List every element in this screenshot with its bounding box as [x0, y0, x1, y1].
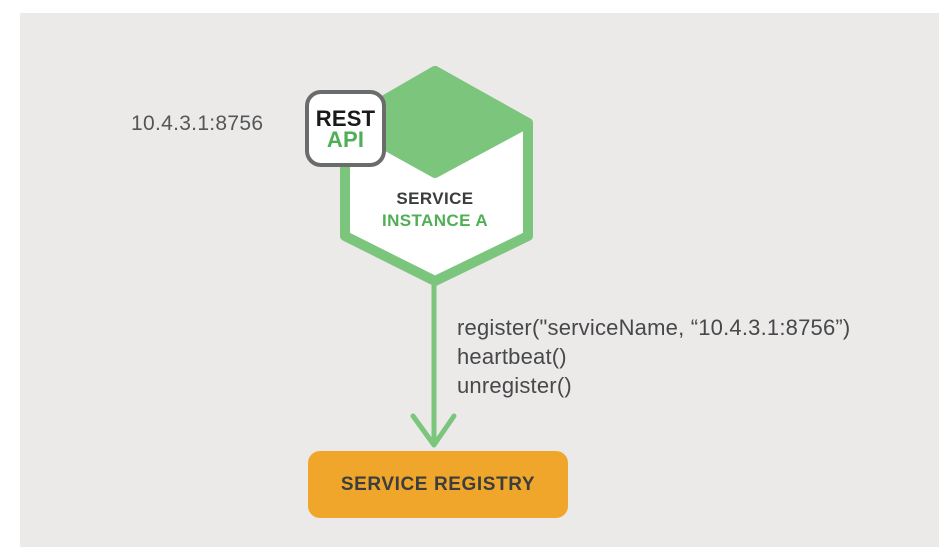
rest-label: REST — [315, 105, 376, 131]
instance-label-line: INSTANCE A — [382, 211, 488, 230]
diagram-canvas: 10.4.3.1:8756 REST API SERVICE INSTANCE … — [20, 13, 939, 547]
service-label-line: SERVICE — [396, 189, 474, 208]
ip-address-label: 10.4.3.1:8756 — [131, 112, 264, 135]
operation-unregister: unregister() — [457, 373, 572, 398]
service-instance-label: SERVICE INSTANCE A — [342, 188, 528, 232]
operation-list: register("serviceName, “10.4.3.1:8756”) … — [457, 313, 850, 400]
operation-register: register("serviceName, “10.4.3.1:8756”) — [457, 315, 851, 340]
rest-api-badge: REST API — [305, 90, 386, 167]
operation-heartbeat: heartbeat() — [457, 344, 567, 369]
arrow-down-icon — [410, 276, 457, 448]
service-registry-label: SERVICE REGISTRY — [340, 473, 536, 495]
service-registry-box: SERVICE REGISTRY — [308, 451, 568, 518]
api-label: API — [326, 126, 365, 152]
